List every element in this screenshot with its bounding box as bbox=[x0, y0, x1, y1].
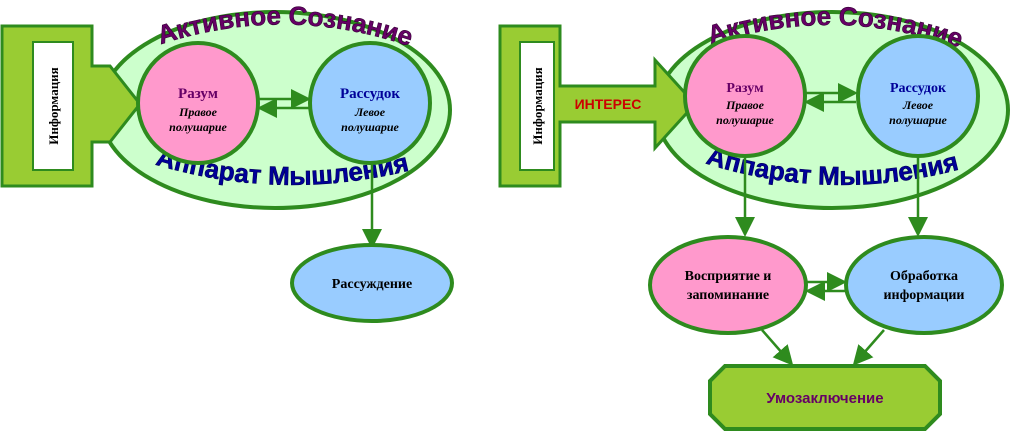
left-razum-sub2: полушарие bbox=[169, 120, 227, 134]
right-processing-line1: Обработка bbox=[890, 269, 958, 284]
right-converge-arrow-left bbox=[761, 329, 794, 366]
right-rassudok-sub2: полушарие bbox=[889, 113, 947, 127]
left-info-label: Информация bbox=[46, 67, 61, 144]
left-rassudok-sub1: Левое bbox=[354, 105, 386, 119]
right-interest-label: ИНТЕРЕС bbox=[575, 96, 642, 112]
left-output-oval bbox=[290, 243, 454, 323]
right-razum-sub1: Правое bbox=[725, 98, 765, 112]
right-diagram: Информация ИНТЕРЕС Активное Сознание Апп… bbox=[498, 1, 1010, 431]
right-processing-line2: информации bbox=[883, 288, 964, 303]
left-rassudok-sub2: полушарие bbox=[341, 120, 399, 134]
left-razum-sub1: Правое bbox=[178, 105, 218, 119]
right-perception-oval bbox=[648, 235, 808, 335]
right-razum-sub2: полушарие bbox=[716, 113, 774, 127]
right-rassudok-title: Рассудок bbox=[890, 81, 947, 96]
right-razum-title: Разум bbox=[726, 81, 764, 96]
left-rassudok-title: Рассудок bbox=[340, 86, 400, 102]
right-processing-oval bbox=[844, 235, 1004, 335]
left-razum-title: Разум bbox=[178, 86, 218, 102]
right-conclusion-label: Умозаключение bbox=[766, 390, 883, 407]
left-razum-circle bbox=[136, 41, 260, 165]
right-rassudok-sub1: Левое bbox=[902, 98, 934, 112]
right-info-box bbox=[519, 41, 555, 171]
right-razum-circle bbox=[683, 34, 807, 158]
right-perception-line2: запоминание bbox=[687, 288, 769, 303]
left-diagram: Информация Активное Сознание Аппарат Мыш… bbox=[0, 0, 454, 323]
left-rassudok-circle bbox=[308, 41, 432, 165]
left-info-box bbox=[32, 41, 74, 171]
right-perception-line1: Восприятие и bbox=[685, 269, 772, 284]
right-info-label: Информация bbox=[530, 67, 545, 144]
right-converge-arrow-right bbox=[852, 329, 885, 366]
left-output-label: Рассуждение bbox=[332, 277, 412, 292]
right-rassudok-circle bbox=[856, 34, 980, 158]
right-conclusion-box bbox=[708, 364, 942, 431]
